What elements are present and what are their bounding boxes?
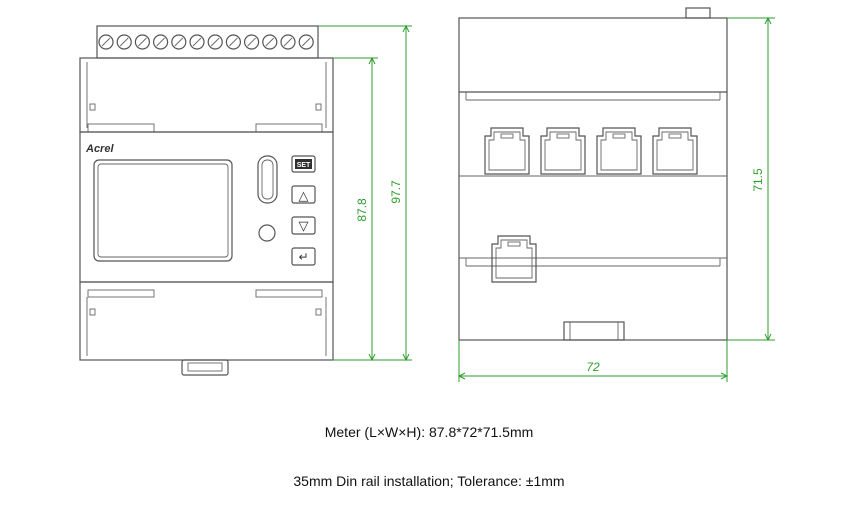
rj45-port-icon (596, 127, 642, 175)
lcd-display (93, 159, 233, 262)
enter-button[interactable]: ↵ (291, 247, 316, 266)
front-dimensions: 87.8 97.7 (318, 24, 412, 362)
up-arrow-icon: △ (299, 189, 309, 204)
down-button[interactable]: ▽ (291, 216, 316, 235)
terminal-screw-icon (116, 34, 132, 50)
terminal-screw-icon (171, 34, 187, 50)
enter-icon: ↵ (298, 250, 308, 264)
front-view: Acrel SET △ ▽ ↵ (79, 24, 412, 376)
terminal-screw-icon (225, 34, 241, 50)
rj45-port-icon (540, 127, 586, 175)
side-dimensions: 71.5 72 (457, 16, 775, 382)
dim-total-height: 97.7 (389, 180, 403, 204)
terminal-screw-icon (262, 34, 278, 50)
rj45-ports (484, 127, 698, 175)
terminal-screw-icon (298, 34, 314, 50)
up-button[interactable]: △ (291, 185, 316, 204)
lower-module (79, 281, 334, 361)
terminal-screw-icon (153, 34, 169, 50)
side-view: 71.5 72 (457, 7, 775, 382)
top-terminal-block (96, 25, 319, 59)
side-top-latch (685, 7, 711, 19)
terminal-screws (98, 34, 314, 50)
set-button[interactable]: SET (291, 155, 316, 173)
set-button-label: SET (297, 162, 311, 169)
rj45-port-icon (652, 127, 698, 175)
dim-depth: 72 (586, 360, 600, 374)
side-body (458, 17, 728, 341)
indicator-slot (257, 155, 278, 204)
upper-module (79, 57, 334, 133)
side-din-clip (563, 321, 625, 341)
indicator-knob (258, 224, 276, 242)
terminal-screw-icon (244, 34, 260, 50)
front-panel (79, 131, 334, 283)
rj45-port-icon (484, 127, 530, 175)
down-arrow-icon: ▽ (299, 219, 309, 234)
dim-body-height: 87.8 (355, 198, 369, 222)
brand-logo: Acrel (85, 143, 114, 155)
terminal-screw-icon (189, 34, 205, 50)
din-rail-clip (181, 359, 229, 376)
caption-meter-dimensions: Meter (L×W×H): 87.8*72*71.5mm (324, 424, 534, 440)
terminal-screw-icon (134, 34, 150, 50)
caption-installation-note: 35mm Din rail installation; Tolerance: ±… (293, 473, 565, 489)
terminal-screw-icon (280, 34, 296, 50)
rj45-port-bottom (491, 235, 537, 283)
terminal-screw-icon (207, 34, 223, 50)
terminal-screw-icon (98, 34, 114, 50)
rj45-port-icon (491, 235, 537, 283)
dim-side-height: 71.5 (751, 168, 765, 192)
